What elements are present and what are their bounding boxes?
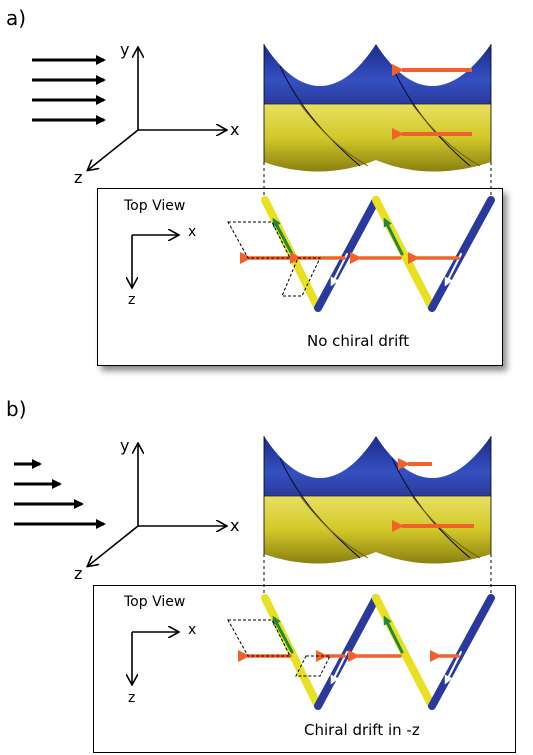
axis-z-label-b: z [74,564,83,583]
helix-b [263,436,492,564]
top-view-title-b: Top View [124,594,186,610]
panel-a-graphics [32,44,495,312]
axes-3d-b [88,444,226,566]
flow-arrows-a [32,55,106,125]
decomposition-a [227,221,321,297]
panel-b-graphics [14,436,495,710]
panel-a-label: a) [6,6,27,30]
top-view-box-b [93,585,516,753]
axis-y-label-b: y [120,436,130,455]
axis-x-label-a: x [230,120,240,139]
caption-b: Chiral drift in -z [304,721,420,739]
decomposition-b [227,619,331,677]
flow-arrows-b [14,459,106,529]
top-view-x-label-b: x [188,622,197,638]
axis-y-label-a: y [120,40,130,59]
top-view-x-label-a: x [188,224,197,240]
top-view-zigzag-a [240,196,495,312]
caption-a: No chiral drift [307,332,410,350]
axis-z-label-a: z [74,168,83,187]
top-view-z-label-a: z [128,292,136,308]
top-view-zigzag-b [238,594,495,710]
axes-2d-a [132,235,178,287]
axes-2d-b [132,632,178,684]
projection-lines-a [263,162,492,198]
axis-x-label-b: x [230,516,240,535]
helix-a [263,44,492,172]
axes-3d-a [88,48,226,170]
panel-b-label: b) [6,397,27,421]
projection-lines-b [263,554,492,594]
top-view-z-label-b: z [128,690,136,706]
top-view-title-a: Top View [124,198,186,214]
